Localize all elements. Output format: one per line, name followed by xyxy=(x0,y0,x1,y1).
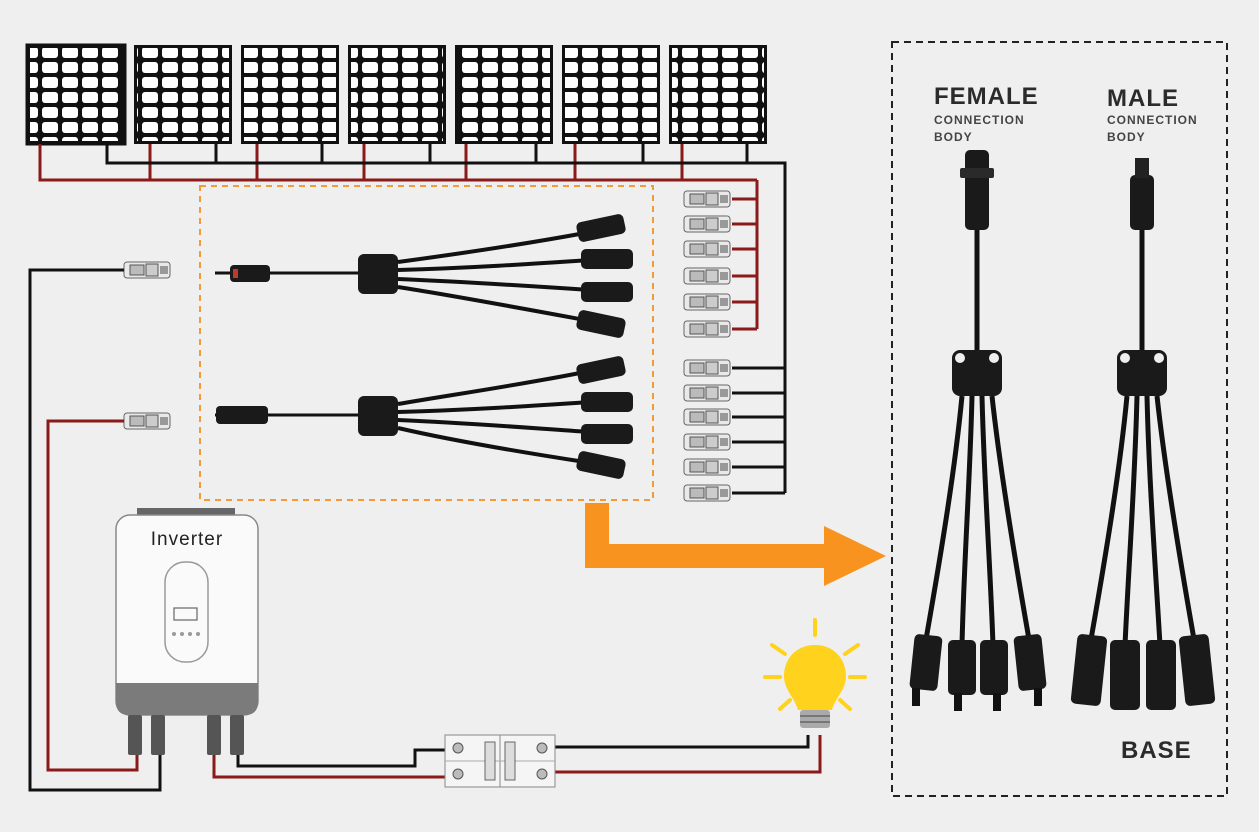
inverter-label: Inverter xyxy=(151,529,223,550)
output-wiring xyxy=(212,735,822,779)
breaker-icon xyxy=(444,734,556,788)
product-detail-box xyxy=(891,41,1228,797)
solar-panel-icon xyxy=(669,45,767,144)
solar-panel-icon xyxy=(562,45,660,144)
arrow-icon xyxy=(585,503,886,586)
solar-panel-icon xyxy=(348,45,446,144)
female-title: FEMALE xyxy=(934,83,1039,110)
inverter-negative-wire xyxy=(28,268,162,792)
male-subtitle-line2: BODY xyxy=(1107,130,1146,144)
inverter-positive-wire xyxy=(46,419,139,772)
branch-connector-highlight xyxy=(199,185,654,501)
light-bulb-icon xyxy=(763,618,867,728)
branch-connector-icon xyxy=(215,356,633,479)
solar-panel-icon xyxy=(134,45,232,144)
mc4-connector-column xyxy=(683,190,731,502)
base-label: BASE xyxy=(1121,737,1192,764)
solar-panel-icon xyxy=(25,43,127,146)
inverter-icon xyxy=(115,508,259,755)
branch-connector-icon xyxy=(215,214,633,338)
female-branch-connector-icon xyxy=(909,150,1047,711)
male-branch-connector-icon xyxy=(1070,158,1216,710)
solar-panel-array xyxy=(25,43,767,146)
solar-panel-icon xyxy=(241,45,339,144)
inverter-input-connectors xyxy=(123,261,171,430)
male-subtitle-line1: CONNECTION xyxy=(1107,113,1198,127)
female-subtitle-line1: CONNECTION xyxy=(934,113,1025,127)
panel-negative-bus xyxy=(105,144,787,495)
solar-panel-icon xyxy=(455,45,553,144)
panel-positive-bus xyxy=(38,144,759,331)
male-title: MALE xyxy=(1107,85,1179,112)
female-subtitle-line2: BODY xyxy=(934,130,973,144)
